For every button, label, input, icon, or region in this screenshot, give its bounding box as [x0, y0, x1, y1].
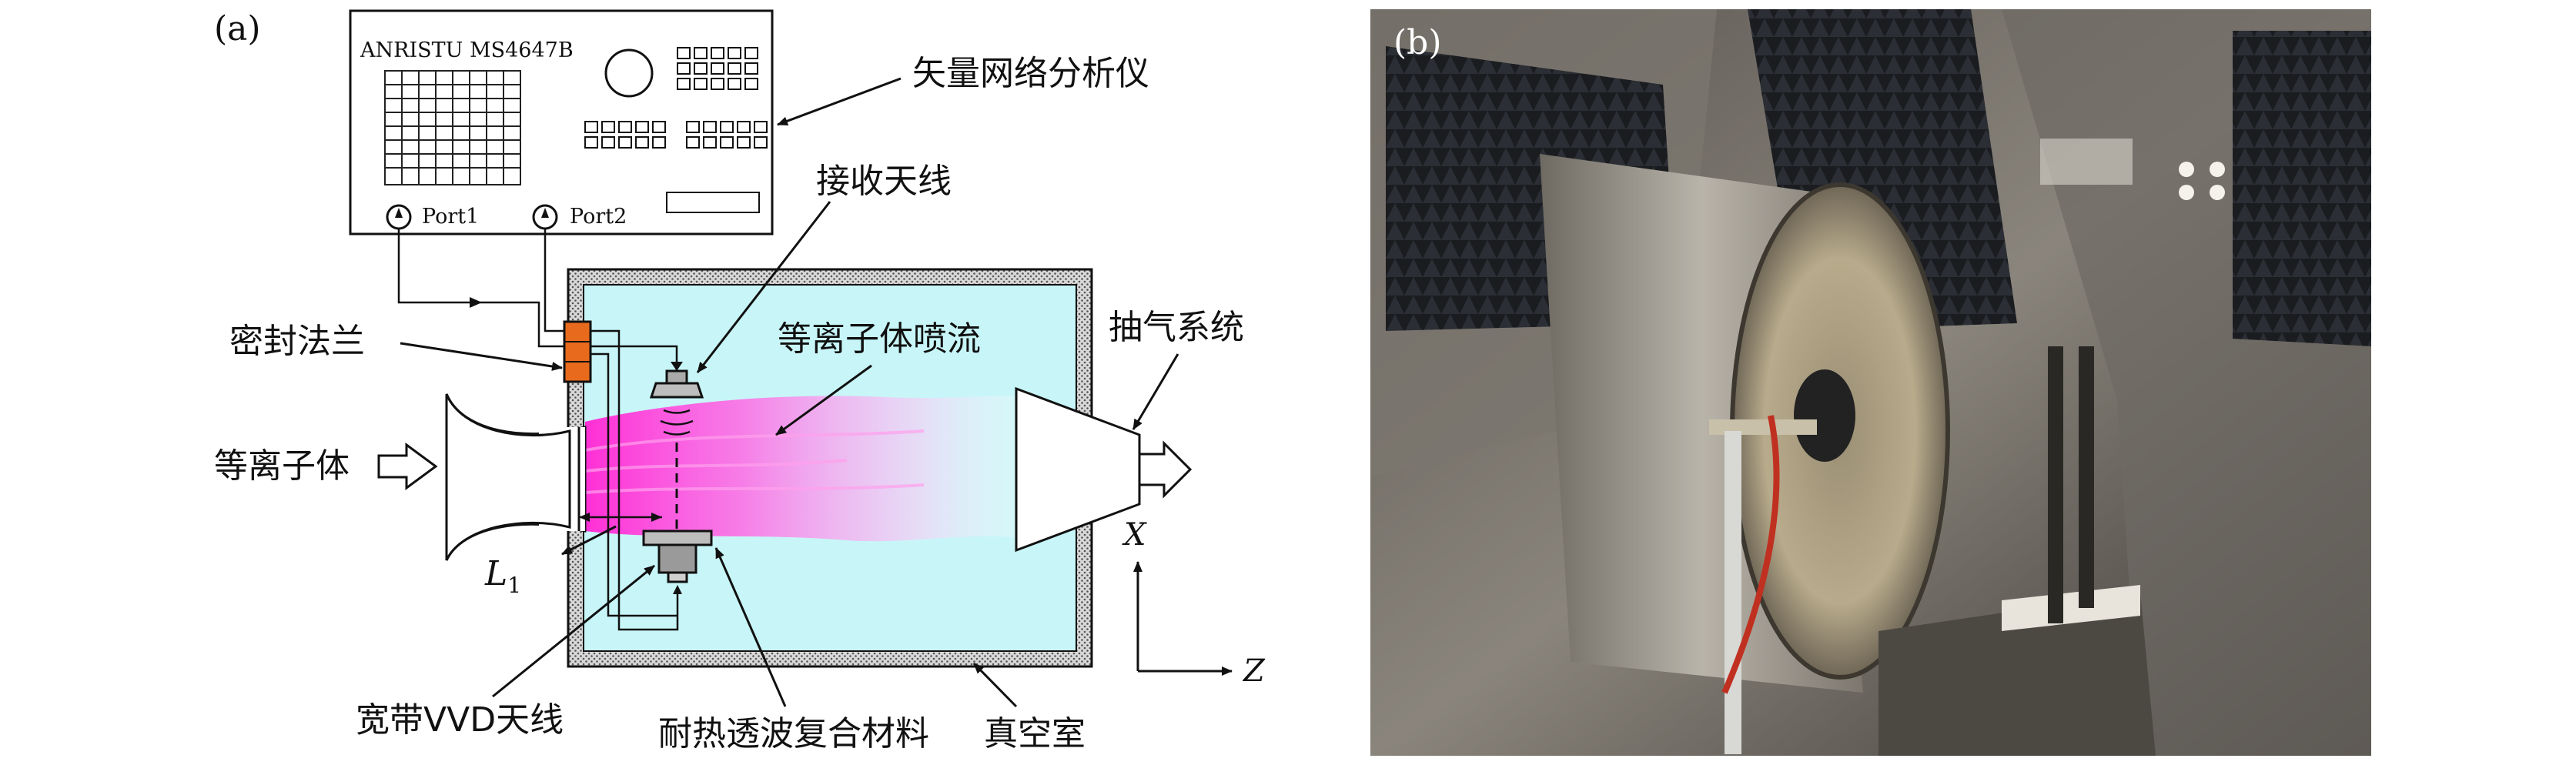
exhaust-arrow-icon [1138, 440, 1193, 499]
panel-a-label: (a) [214, 9, 261, 48]
vna-label: 矢量网络分析仪 [912, 54, 1149, 93]
vna-keypad [584, 47, 768, 213]
pump-label: 抽气系统 [1109, 308, 1244, 347]
chamber-pointer [972, 662, 1018, 708]
port2-pin-icon [541, 208, 549, 218]
axis-z-label: Z [1242, 653, 1266, 689]
pump-pointer [1132, 353, 1179, 430]
axis-x-label: X [1122, 517, 1147, 553]
plasma-jet [585, 396, 1025, 542]
instrument-model: ANRISTU MS4647B [360, 38, 574, 62]
l1-label: L1 [484, 554, 521, 598]
antenna-stand [1725, 431, 1741, 754]
panel-a: (a) ANRISTU MS4647B [214, 9, 1266, 753]
vvd-antenna [642, 529, 713, 583]
vacuum-chamber [445, 268, 1193, 668]
l1-pointer [561, 525, 617, 556]
receiving-antenna [649, 369, 704, 436]
plasma-jet-pointer [775, 364, 872, 436]
material-label: 耐热透波复合材料 [658, 714, 929, 753]
panel-b-photo: (b) [1370, 9, 2371, 756]
panel-b-label: (b) [1393, 23, 1442, 62]
material-pointer [714, 547, 787, 707]
vna-screen [384, 70, 521, 185]
flange-pointer [400, 342, 563, 371]
plasma-label: 等离子体 [214, 446, 350, 486]
pump-cone [1015, 386, 1141, 553]
absorber-right [2233, 31, 2371, 346]
rf-cable [1721, 415, 1780, 694]
rx-antenna-pointer [696, 201, 831, 373]
rx-antenna-label: 接收天线 [816, 162, 952, 201]
antenna-mount [1794, 369, 1855, 462]
axes: X Z [1122, 517, 1266, 689]
chamber-label: 真空室 [984, 714, 1086, 753]
plasma-jet-label: 等离子体喷流 [778, 319, 981, 359]
port1-pin-icon [395, 208, 403, 218]
vna-instrument: ANRISTU MS4647B Port1 [349, 9, 774, 236]
vna-knob [604, 48, 654, 98]
port1-label: Port1 [422, 205, 479, 229]
sealing-flange [563, 320, 592, 383]
plasma-input-arrow-icon [377, 443, 438, 490]
vvd-pointer [492, 564, 655, 698]
flange-label: 密封法兰 [229, 322, 365, 361]
vvd-label: 宽带VVD天线 [356, 700, 564, 740]
vna-pointer [777, 77, 902, 126]
port2-label: Port2 [570, 205, 627, 229]
